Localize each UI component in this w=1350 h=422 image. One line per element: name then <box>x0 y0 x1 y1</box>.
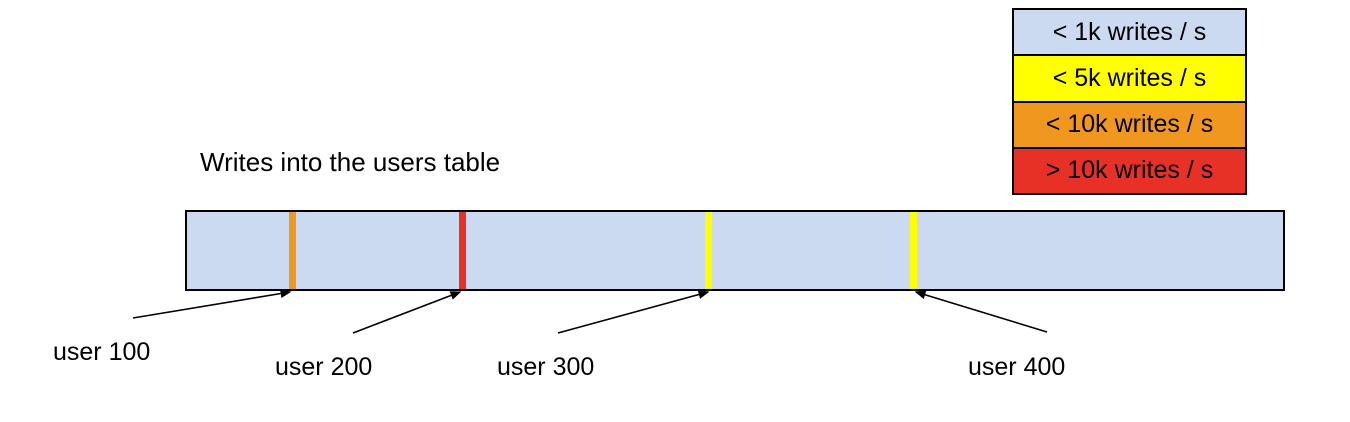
hotspot-marker-user-300 <box>704 212 712 289</box>
label-user-300: user 300 <box>497 353 595 381</box>
hotspot-marker-user-200 <box>458 212 466 289</box>
label-user-400: user 400 <box>968 353 1066 381</box>
legend-row-under-10k-writes: < 10k writes / s <box>1014 102 1245 149</box>
legend-row-under-5k-writes: < 5k writes / s <box>1014 56 1245 103</box>
legend-row-over-10k-writes: > 10k writes / s <box>1014 148 1245 193</box>
label-user-200: user 200 <box>275 353 373 381</box>
label-user-100: user 100 <box>53 338 151 366</box>
legend-row-under-1k-writes: < 1k writes / s <box>1014 10 1245 57</box>
legend-label-under-10k-writes: < 10k writes / s <box>1045 110 1214 139</box>
hotspot-marker-user-400 <box>909 212 917 289</box>
legend-label-over-10k-writes: > 10k writes / s <box>1045 156 1214 185</box>
diagram-title: Writes into the users table <box>200 147 501 177</box>
arrow-user-200 <box>352 291 462 334</box>
arrow-user-300 <box>557 290 710 334</box>
arrow-user-400 <box>914 290 1048 333</box>
legend-label-under-5k-writes: < 5k writes / s <box>1052 63 1207 92</box>
legend-label-under-1k-writes: < 1k writes / s <box>1052 17 1207 46</box>
arrow-user-100 <box>132 289 292 319</box>
hotspot-marker-user-100 <box>288 212 296 289</box>
users-table-bar <box>185 210 1285 291</box>
legend: < 1k writes / s < 5k writes / s < 10k writ… <box>1012 8 1247 195</box>
